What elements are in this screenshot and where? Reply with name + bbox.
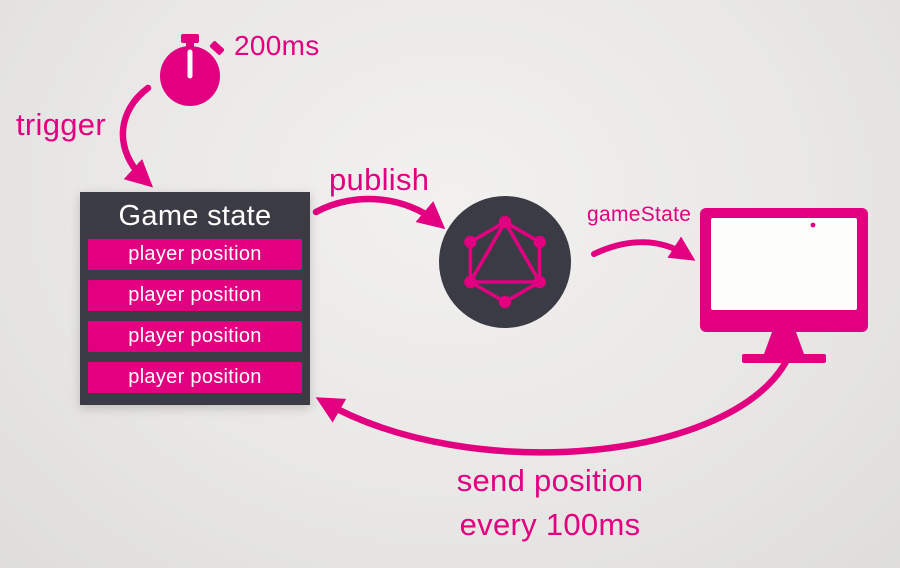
monitor-icon [700, 208, 868, 363]
player-position-row: player position [88, 280, 302, 311]
stopwatch-icon [160, 34, 225, 106]
player-position-row: player position [88, 362, 302, 393]
trigger-label: trigger [16, 107, 106, 142]
gamestate-event-label: gameState [587, 203, 692, 226]
graphql-logo-icon [439, 196, 571, 328]
trigger-arrow [119, 84, 154, 188]
feedback-arrow [315, 354, 792, 456]
player-position-row: player position [88, 321, 302, 352]
feedback-label: send position every 100ms [405, 459, 695, 547]
feedback-label-line2: every 100ms [459, 507, 641, 542]
game-state-box: Game state player position player positi… [80, 192, 310, 405]
gamestate-arrow [591, 236, 696, 261]
feedback-label-line1: send position [456, 463, 644, 498]
publish-arrow [312, 195, 446, 230]
player-position-row: player position [88, 239, 302, 270]
timer-duration-label: 200ms [234, 30, 320, 61]
game-state-title: Game state [118, 200, 272, 232]
publish-label: publish [329, 162, 430, 197]
